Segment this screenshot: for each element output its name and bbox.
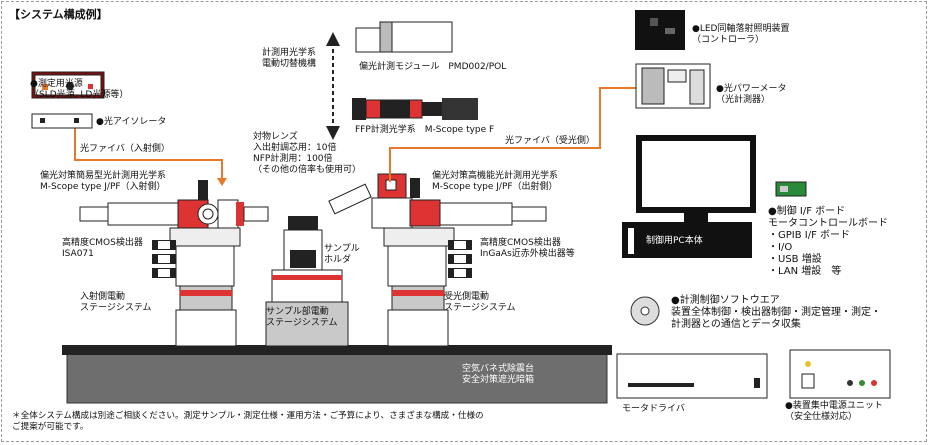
pc-label: 制御用PC本体	[646, 236, 703, 246]
motor-driver-label: モータドライバ	[622, 404, 685, 414]
objective-label: 対物レンズ 入出射調芯用：10倍 NFP計測用：100倍 （その他の倍率も使用可…	[253, 132, 362, 175]
io-board	[775, 181, 807, 197]
power-meter-label: ●光パワーメータ （光計測器）	[716, 84, 787, 105]
stage-in-label: 入射側電動 ステージシステム	[80, 292, 152, 313]
sample-tower	[265, 216, 349, 347]
pmd-module-device	[355, 21, 453, 53]
fiber-input	[74, 128, 223, 180]
stage-out-label: 受光側電動 ステージシステム	[444, 292, 516, 313]
ffp-optics-device	[352, 98, 478, 120]
footnote: ＊全体システム構成は別途ご相談ください。測定サンプル・測定仕様・運用方法・ご予算…	[12, 411, 484, 432]
boards-label: ●制御 I/F ボード モータコントロールボード ・GPIB I/F ボード ・…	[768, 206, 888, 277]
optics-out-label: 偏光対策高機能光計測用光学系 M-Scope type J/PF（出射側）	[432, 171, 559, 192]
right-stage-tower	[383, 227, 472, 347]
isolator-device	[31, 113, 93, 129]
left-stage-tower	[152, 227, 241, 347]
switch-mechanism-label: 計測用光学系 電動切替機構	[262, 48, 317, 69]
power-unit-label: ●装置集中電源ユニット （安全仕様対応）	[785, 401, 883, 422]
light-source-label: ●測定用光源 （SLD光源, LD光源等）	[30, 79, 129, 100]
stage-sample-label: サンプル部電動 ステージシステム	[266, 307, 338, 328]
fiber-out-label: 光ファイバ（受光側）	[505, 136, 595, 146]
led-label: ●LED同軸落射照明装置 （コントローラ）	[692, 24, 790, 45]
led-controller-device	[635, 10, 685, 50]
motor-driver-device	[616, 353, 768, 399]
cmos-in-label: 高精度CMOS検出器 ISA071	[62, 238, 143, 259]
fiber-output	[389, 87, 636, 182]
isolator-label: ●光アイソレータ	[96, 117, 167, 127]
power-meter-device	[635, 63, 711, 109]
light-source-device	[31, 71, 105, 99]
table-label: 空気バネ式除震台 安全対策遮光暗箱	[462, 364, 535, 385]
diagram-title: 【システム構成例】	[9, 8, 108, 21]
control-pc-device	[622, 135, 756, 258]
software-disc	[630, 296, 660, 326]
right-optics-head	[328, 173, 547, 229]
ffp-optics-label: FFP計測光学系 M-Scope type F	[355, 125, 495, 135]
power-unit-device	[789, 349, 891, 399]
cmos-out-label: 高精度CMOS検出器 InGaAs近赤外検出器等	[480, 238, 575, 259]
fiber-in-label: 光ファイバ（入射側）	[80, 144, 170, 154]
left-optics-head	[79, 180, 269, 229]
optics-in-label: 偏光対策簡易型光計測用光学系 M-Scope type J/PF（入射側）	[40, 171, 167, 192]
software-label: ●計測制御ソフトウエア 装置全体制御・検出器制御・測定管理・測定・ 計測器との通…	[671, 295, 881, 330]
sample-holder-label: サンプル ホルダ	[324, 244, 360, 265]
pmd-module-label: 偏光計測モジュール PMD002/POL	[359, 62, 507, 72]
